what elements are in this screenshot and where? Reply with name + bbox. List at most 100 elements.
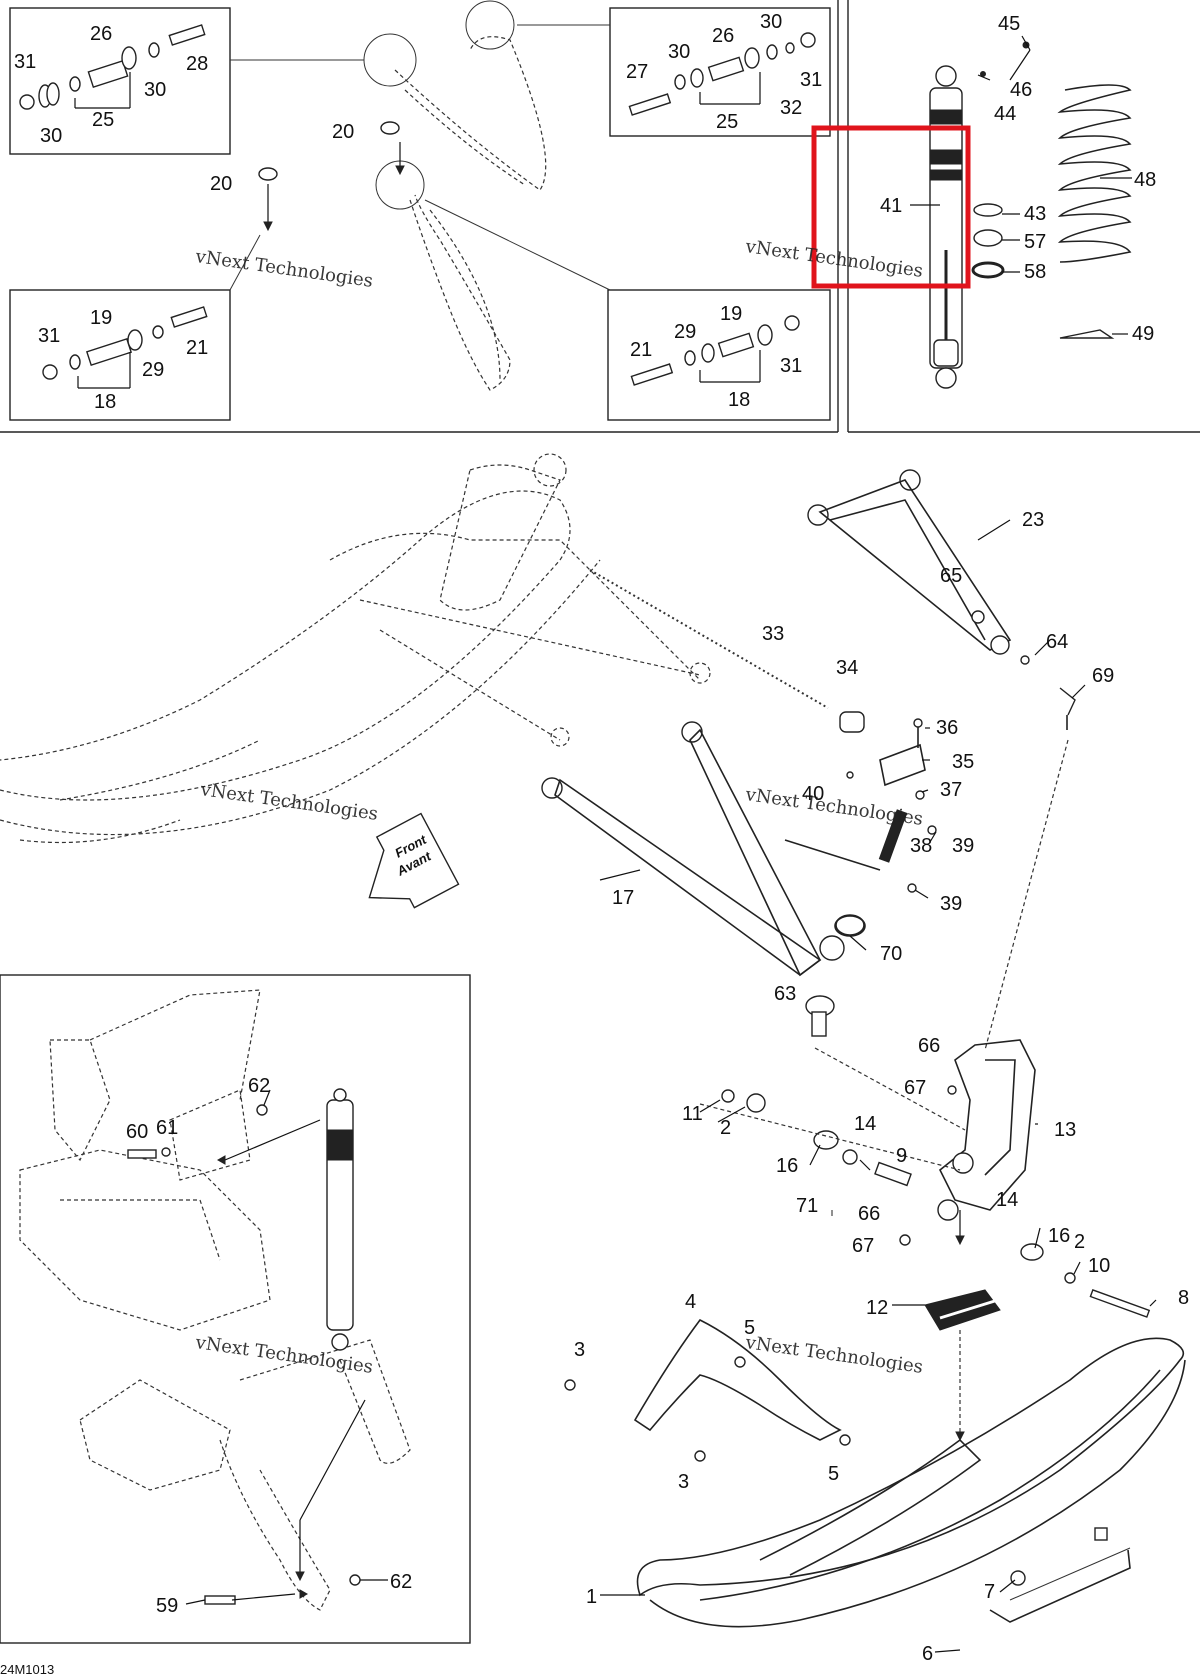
- ski-handle: [564, 1318, 851, 1462]
- callout-label: 37: [940, 779, 962, 801]
- ski: [636, 1337, 1186, 1628]
- watermark-text: vNext Technologies: [193, 246, 374, 292]
- callout-label: 21: [186, 337, 208, 359]
- front-direction-arrow: [368, 812, 460, 909]
- shock-absorber: [929, 41, 1115, 389]
- callout-label: 12: [866, 1297, 888, 1319]
- callout-label: 44: [994, 103, 1016, 125]
- callout-label: 66: [918, 1035, 940, 1057]
- callout-label: 3: [574, 1339, 585, 1361]
- rear-suspension-assembly: [0, 453, 829, 844]
- callout-label: 60: [126, 1121, 148, 1143]
- callout-label: 64: [1046, 631, 1068, 653]
- callout-label: 67: [852, 1235, 874, 1257]
- callout-label: 31: [800, 69, 822, 91]
- callout-label: 36: [936, 717, 958, 739]
- callout-label: 23: [1022, 509, 1044, 531]
- callout-label: 14: [854, 1113, 876, 1135]
- callout-label: 25: [92, 109, 114, 131]
- callout-label: 31: [780, 355, 802, 377]
- callout-label: 16: [776, 1155, 798, 1177]
- watermark-text: vNext Technologies: [198, 779, 379, 825]
- upper-a-arm: [807, 469, 1076, 730]
- callout-label: 30: [760, 11, 782, 33]
- callout-label: 30: [40, 125, 62, 147]
- callout-label: 41: [880, 195, 902, 217]
- leader-lines: [185, 35, 1157, 1653]
- detail-box-top-left: [9, 7, 231, 155]
- callout-label: 20: [210, 173, 232, 195]
- callout-label: 5: [744, 1317, 755, 1339]
- callout-label: 26: [90, 23, 112, 45]
- callout-label: 26: [712, 25, 734, 47]
- callout-label: 6: [922, 1643, 933, 1665]
- panel-frames: [0, 0, 1200, 1644]
- callout-label: 43: [1024, 203, 1046, 225]
- callout-label: 31: [14, 51, 36, 73]
- callout-label: 39: [952, 835, 974, 857]
- callout-label: 28: [186, 53, 208, 75]
- callout-label: 27: [626, 61, 648, 83]
- callout-label: 63: [774, 983, 796, 1005]
- callout-label: 3: [678, 1471, 689, 1493]
- callout-label: 49: [1132, 323, 1154, 345]
- callout-label: 29: [674, 321, 696, 343]
- callout-label: 70: [880, 943, 902, 965]
- callout-label: 57: [1024, 231, 1046, 253]
- shock-spring: [1057, 84, 1132, 263]
- callout-label: 2: [1074, 1231, 1085, 1253]
- callout-label: 65: [940, 565, 962, 587]
- figure-code: 24M1013: [0, 1662, 54, 1677]
- callout-label: 14: [996, 1189, 1018, 1211]
- callout-label: 19: [720, 303, 742, 325]
- callout-label: 62: [390, 1571, 412, 1593]
- callout-label: 11: [682, 1103, 703, 1125]
- callout-label: 61: [156, 1117, 178, 1139]
- callout-label: 46: [1010, 79, 1032, 101]
- callout-label: 33: [762, 623, 784, 645]
- watermark-text: vNext Technologies: [743, 236, 924, 282]
- callout-label: 39: [940, 893, 962, 915]
- callout-label: 31: [38, 325, 60, 347]
- callout-label: 4: [685, 1291, 696, 1313]
- watermark-text: vNext Technologies: [743, 784, 924, 830]
- callout-label: 71: [796, 1195, 818, 1217]
- callout-label: 10: [1088, 1255, 1110, 1277]
- callout-label: 16: [1048, 1225, 1070, 1247]
- lower-a-arm: [541, 721, 866, 1037]
- detail-box-top-mid: [609, 7, 831, 137]
- callout-label: 45: [998, 13, 1020, 35]
- callout-label: 21: [630, 339, 652, 361]
- callout-label: 19: [90, 307, 112, 329]
- callout-label: 8: [1178, 1287, 1189, 1309]
- callout-label: 5: [828, 1463, 839, 1485]
- callout-label: 62: [248, 1075, 270, 1097]
- callout-label: 69: [1092, 665, 1114, 687]
- detail-box-mid-right: [607, 289, 831, 421]
- steering-parts: [784, 711, 937, 936]
- callout-label: 2: [720, 1117, 731, 1139]
- callout-label: 58: [1024, 261, 1046, 283]
- callout-label: 7: [984, 1581, 995, 1603]
- callout-label: 20: [332, 121, 354, 143]
- callout-label: 25: [716, 111, 738, 133]
- callout-label: 13: [1054, 1119, 1076, 1141]
- callout-label: 35: [952, 751, 974, 773]
- callout-label: 29: [142, 359, 164, 381]
- part-41-highlight: [811, 125, 971, 289]
- callout-label: 40: [802, 783, 824, 805]
- upper-a-arm-top-view: [229, 0, 611, 391]
- callout-labels: 31 26 28 30 30 25 30 26 30 27 31 32 25 2…: [14, 11, 1189, 1665]
- callout-label: 18: [94, 391, 116, 413]
- callout-label: 1: [586, 1586, 597, 1608]
- detail-box-mid-left: [9, 289, 231, 421]
- callout-label: 67: [904, 1077, 926, 1099]
- callout-label: 18: [728, 389, 750, 411]
- callout-label: 17: [612, 887, 634, 909]
- callout-label: 48: [1134, 169, 1156, 191]
- callout-label: 32: [780, 97, 802, 119]
- callout-label: 30: [144, 79, 166, 101]
- callout-label: 9: [896, 1145, 907, 1167]
- spindle-assembly: [699, 739, 1151, 1442]
